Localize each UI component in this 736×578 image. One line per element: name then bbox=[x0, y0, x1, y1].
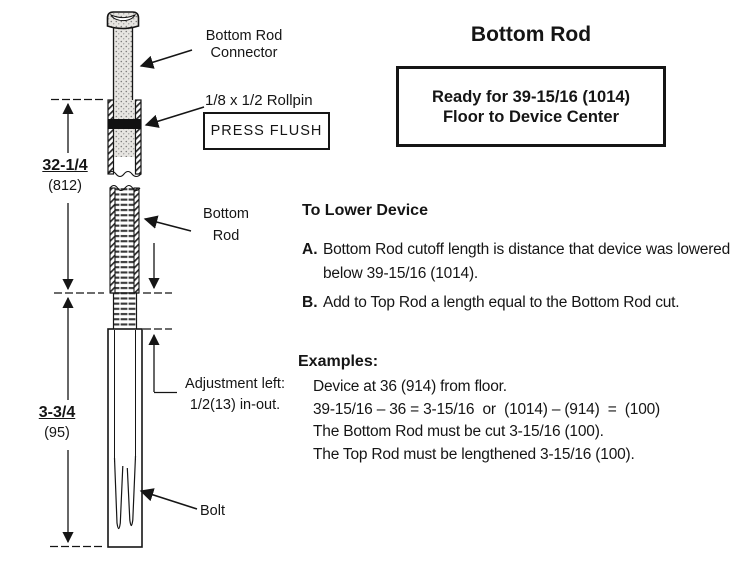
adjustment-markers bbox=[143, 243, 177, 394]
examples-block: Device at 36 (914) from floor. 39-15/16 … bbox=[313, 376, 660, 467]
dimension-total bbox=[51, 98, 104, 294]
item-a-text: Bottom Rod cutoff length is distance tha… bbox=[323, 241, 730, 282]
bottom-rod-diagram bbox=[50, 11, 205, 548]
press-flush-label: PRESS FLUSH bbox=[210, 123, 323, 139]
instruction-item-b: B. Add to Top Rod a length equal to the … bbox=[302, 291, 732, 315]
examples-heading: Examples: bbox=[298, 353, 379, 370]
sleeve-part bbox=[107, 99, 142, 178]
dimension-bolt bbox=[50, 296, 104, 548]
bottom-rod-label-line2: Rod bbox=[212, 228, 240, 244]
bottom-rod-connector-part bbox=[106, 11, 140, 106]
example-line: The Bottom Rod must be cut 3-15/16 (100)… bbox=[313, 423, 604, 441]
dimension-bolt-inches: 3-3/4 bbox=[38, 404, 76, 421]
rollpin-band bbox=[107, 119, 142, 129]
example-line: 39-15/16 – 36 = 3-15/16 or (1014) – (914… bbox=[313, 400, 660, 418]
example-line: Device at 36 (914) from floor. bbox=[313, 378, 507, 395]
adjustment-label-line2: 1/2(13) in-out. bbox=[189, 397, 281, 413]
dimension-total-inches: 32-1/4 bbox=[42, 157, 88, 174]
ready-box-line2: Floor to Device Center bbox=[442, 107, 620, 126]
page-title: Bottom Rod bbox=[470, 23, 592, 46]
instruction-item-a: A. Bottom Rod cutoff length is distance … bbox=[302, 238, 732, 286]
connector-label-line1: Bottom Rod bbox=[205, 28, 283, 44]
bottom-rod-part bbox=[109, 184, 141, 329]
ready-callout-box: Ready for 39-15/16 (1014) Floor to Devic… bbox=[396, 66, 666, 147]
item-b-label: B. bbox=[302, 294, 318, 311]
section-heading: To Lower Device bbox=[302, 202, 428, 219]
item-b-text: Add to Top Rod a length equal to the Bot… bbox=[323, 294, 680, 311]
rollpin-label: 1/8 x 1/2 Rollpin bbox=[205, 92, 313, 109]
adjustment-label-line1: Adjustment left: bbox=[185, 376, 285, 392]
press-flush-callout: PRESS FLUSH bbox=[203, 112, 330, 150]
dimension-bolt-mm: (95) bbox=[44, 425, 70, 441]
ready-box-line1: Ready for 39-15/16 (1014) bbox=[431, 87, 631, 106]
adjustment-label: Adjustment left: 1/2(13) in-out. bbox=[175, 374, 295, 416]
dimension-total-mm: (812) bbox=[48, 178, 82, 194]
bolt-label: Bolt bbox=[200, 503, 225, 519]
dimension-total-label: 32-1/4 (812) bbox=[36, 156, 94, 196]
item-a-label: A. bbox=[302, 241, 318, 258]
example-line: The Top Rod must be lengthened 3-15/16 (… bbox=[313, 446, 635, 464]
bottom-rod-label: Bottom Rod bbox=[194, 203, 258, 247]
leader-arrows bbox=[139, 49, 205, 510]
bolt-part bbox=[107, 328, 143, 548]
bottom-rod-label-line1: Bottom bbox=[203, 206, 249, 222]
connector-label-line2: Connector bbox=[210, 45, 278, 61]
connector-label: Bottom Rod Connector bbox=[188, 28, 300, 62]
dimension-bolt-label: 3-3/4 (95) bbox=[27, 403, 87, 443]
